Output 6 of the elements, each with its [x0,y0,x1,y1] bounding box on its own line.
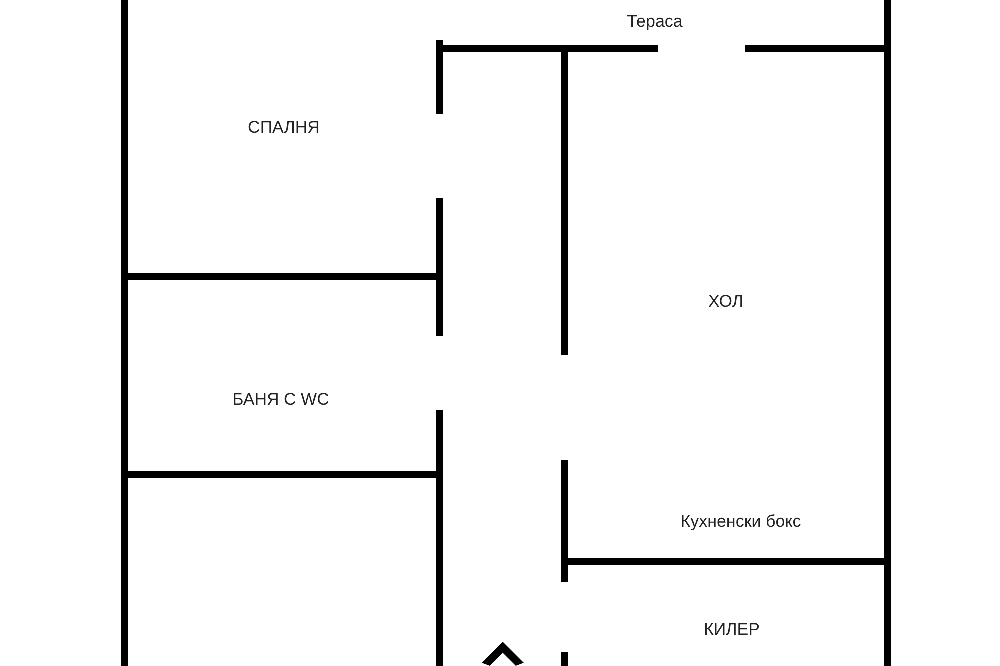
room-label: ХОЛ [708,292,744,312]
room-label: Кухненски бокс [680,512,802,532]
room-label: БАНЯ С WC [232,390,330,410]
room-label: КИЛЕР [704,620,760,640]
room-label: Тераса [627,12,683,32]
room-label: СПАЛНЯ [248,118,320,138]
